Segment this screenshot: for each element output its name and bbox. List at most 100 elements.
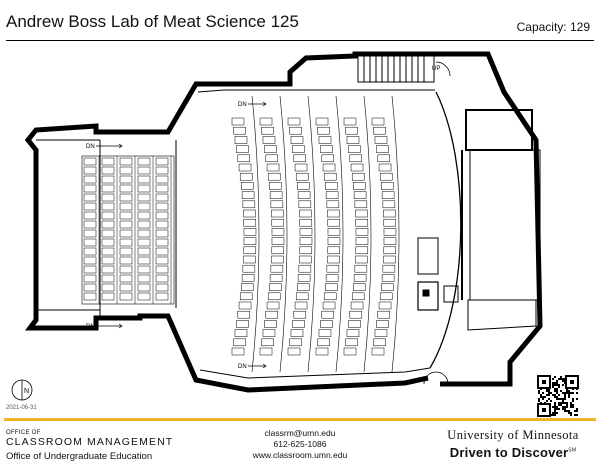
seat — [326, 200, 340, 209]
seat — [327, 228, 341, 236]
seat — [83, 193, 97, 202]
seat — [119, 283, 133, 292]
seat — [351, 292, 365, 301]
seat — [101, 193, 115, 202]
seat — [101, 238, 115, 247]
seat — [264, 145, 277, 153]
seat — [137, 184, 151, 193]
seat — [261, 126, 274, 135]
dn-labels: DN DN DN DN — [86, 102, 247, 370]
dn-label-top-left: DN — [86, 144, 95, 150]
seat — [237, 310, 251, 319]
seat — [298, 200, 312, 209]
seat — [381, 191, 395, 199]
seat — [348, 145, 361, 153]
seat — [271, 218, 285, 227]
seat — [299, 237, 313, 245]
seat — [119, 256, 133, 265]
seat — [243, 237, 257, 245]
seat — [137, 193, 151, 202]
seat — [155, 157, 169, 166]
seat — [101, 265, 115, 274]
dn-label-top: DN — [238, 102, 247, 108]
email-link[interactable]: classrm@umn.edu — [264, 428, 336, 438]
seat — [299, 228, 313, 236]
website-link[interactable]: www.classroom.umn.edu — [252, 450, 348, 460]
seat — [343, 347, 357, 356]
seat — [320, 145, 333, 153]
seat — [83, 274, 97, 283]
seat — [101, 220, 115, 229]
seat — [233, 126, 246, 135]
north-label: N — [24, 388, 29, 395]
seat — [290, 329, 304, 337]
seat — [137, 202, 151, 211]
seat — [378, 163, 392, 172]
seat — [137, 238, 151, 247]
outer-walls — [24, 51, 543, 393]
seat — [292, 145, 305, 153]
seat — [268, 182, 282, 190]
seat — [266, 301, 280, 310]
seat — [271, 228, 285, 236]
seat — [345, 126, 358, 135]
classroom-management-label: CLASSROOM MANAGEMENT — [6, 436, 174, 448]
contact-info: classrm@umn.edu 612-625-1086 www.classro… — [240, 428, 360, 461]
seat — [240, 283, 254, 291]
seat — [101, 202, 115, 211]
seat — [355, 209, 368, 218]
seat — [271, 209, 284, 218]
seat — [298, 264, 312, 273]
seat — [343, 117, 357, 126]
seat — [137, 175, 151, 184]
left-seats — [83, 156, 172, 304]
seat — [352, 283, 366, 291]
seat — [382, 264, 396, 273]
seat — [327, 209, 340, 218]
seat — [327, 237, 341, 245]
left-seat-block — [81, 155, 175, 305]
seat — [374, 329, 388, 337]
seat — [241, 191, 255, 199]
office-subtitle: Office of Undergraduate Education — [6, 451, 153, 462]
seat — [321, 310, 335, 319]
seat — [289, 126, 302, 135]
seat — [83, 211, 97, 220]
seat — [137, 256, 151, 265]
seat — [236, 145, 249, 153]
seat — [270, 264, 284, 273]
seat — [137, 211, 151, 220]
seat — [83, 229, 97, 238]
seat — [119, 238, 133, 247]
seat — [155, 256, 169, 265]
seat — [353, 191, 367, 199]
seat — [383, 218, 397, 227]
seat — [155, 265, 169, 274]
seat — [119, 220, 133, 229]
seat — [287, 347, 301, 356]
seat — [119, 265, 133, 274]
stairs — [357, 55, 435, 83]
tagline-mark: SM — [568, 447, 577, 454]
seat — [101, 247, 115, 256]
seat — [266, 163, 280, 172]
seat — [238, 301, 252, 310]
seat — [294, 301, 308, 310]
seat — [351, 172, 365, 181]
university-name: University of Minnesota — [447, 428, 579, 442]
seat — [242, 200, 256, 209]
seat — [155, 166, 169, 175]
seat — [137, 229, 151, 238]
seat — [137, 220, 151, 229]
seat — [376, 320, 389, 328]
seat — [380, 283, 394, 291]
seat — [371, 117, 385, 126]
seat — [101, 184, 115, 193]
seat — [383, 246, 397, 255]
seat — [297, 274, 311, 282]
seat — [317, 126, 330, 135]
seat — [354, 200, 368, 209]
seat — [292, 320, 305, 328]
seat — [234, 329, 248, 337]
seat — [119, 247, 133, 256]
